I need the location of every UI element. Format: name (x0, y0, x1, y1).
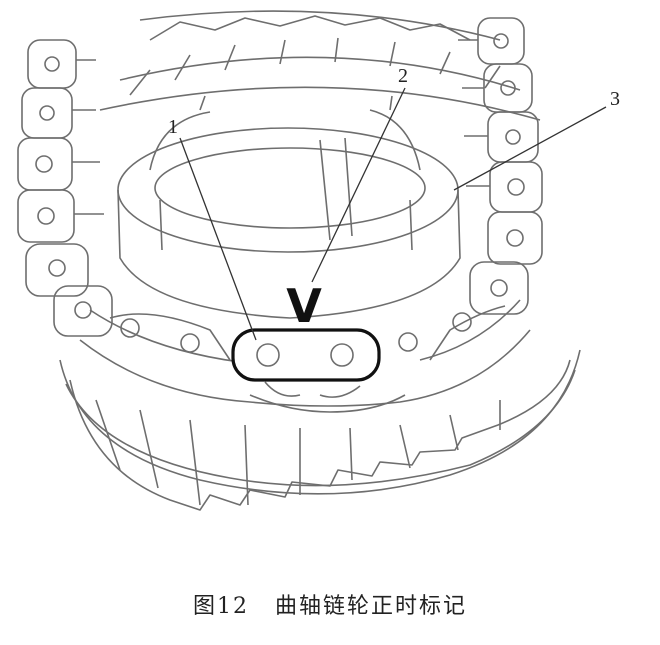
figure-title: 曲轴链轮正时标记 (274, 594, 467, 619)
leader-line-1 (179, 137, 257, 341)
bottom-chain (79, 299, 531, 413)
left-chain (17, 39, 113, 337)
timing-mark-v: V (286, 279, 322, 333)
figure-number: 图12 (192, 594, 249, 619)
right-chain (458, 17, 543, 315)
callout-3: 3 (610, 88, 620, 110)
callout-2: 2 (398, 65, 408, 87)
hub-collar (117, 95, 461, 319)
lower-gear (59, 349, 581, 511)
leader-line-3 (453, 106, 607, 191)
callout-1: 1 (168, 116, 178, 138)
upper-gear (99, 10, 541, 121)
figure-caption: 图12 曲轴链轮正时标记 (0, 588, 660, 620)
leader-line-2 (311, 87, 406, 283)
sprocket-diagram: V 1 2 3 (17, 10, 620, 511)
marked-chain-link (231, 328, 381, 382)
